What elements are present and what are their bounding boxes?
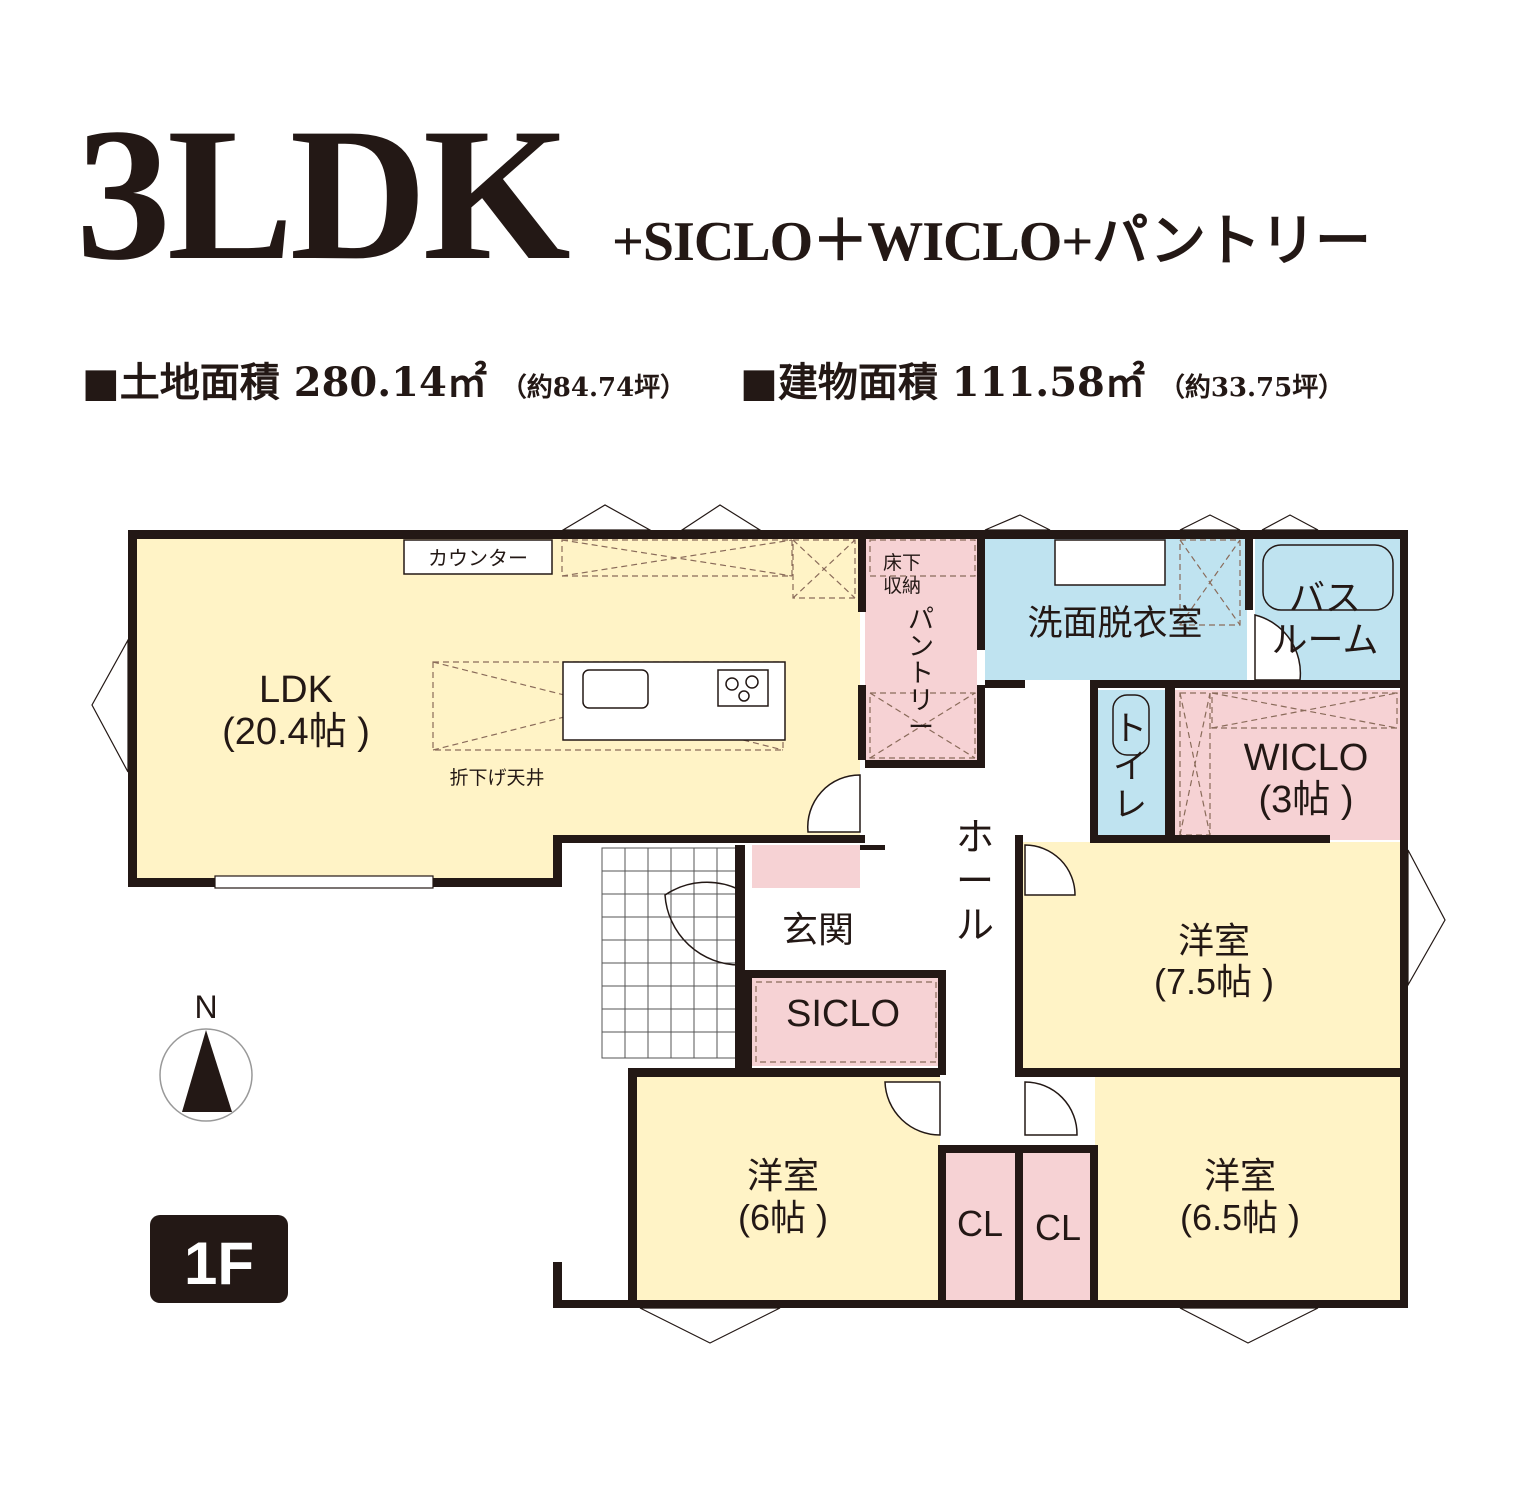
ldk-label: LDK bbox=[259, 669, 333, 711]
building-area-tsubo: （約33.75坪） bbox=[1158, 373, 1345, 403]
room-6-label: 洋室 bbox=[747, 1155, 819, 1196]
fixtures bbox=[403, 539, 1394, 756]
room-7-5-label: 洋室 bbox=[1178, 920, 1250, 961]
ldk-size: (20.4帖 ) bbox=[222, 711, 370, 753]
underfloor-label-2: 収納 bbox=[883, 575, 921, 597]
plan-title: 3LDK bbox=[76, 90, 571, 300]
windows bbox=[91, 504, 1446, 1344]
bath-label: バス bbox=[1289, 577, 1361, 618]
walls bbox=[128, 530, 1408, 1308]
washroom-label: 洗面脱衣室 bbox=[1027, 604, 1202, 643]
toilet-label: トイレ bbox=[1113, 710, 1147, 824]
closet-1-label: CL bbox=[957, 1203, 1003, 1244]
floor-badge-label: 1F bbox=[184, 1230, 254, 1297]
room-6 bbox=[637, 1077, 940, 1300]
ldk-room bbox=[136, 538, 860, 878]
closet-2 bbox=[1022, 1152, 1092, 1300]
entrance-pink bbox=[752, 845, 860, 888]
plan-subtitle: +SICLO＋WICLO+パントリー bbox=[612, 211, 1371, 273]
room-6-5 bbox=[1095, 1077, 1400, 1300]
hall-label: ホール bbox=[956, 817, 994, 947]
compass: N bbox=[159, 989, 253, 1122]
vanity-icon bbox=[1054, 539, 1166, 586]
room-fills bbox=[136, 538, 1400, 1300]
room-7-5-size: (7.5帖 ) bbox=[1154, 961, 1274, 1002]
toilet-icon bbox=[1112, 694, 1150, 756]
ceiling-label: 折下げ天井 bbox=[449, 767, 544, 789]
room-7-5 bbox=[1022, 842, 1400, 1068]
land-area-tsubo: （約84.74坪） bbox=[500, 373, 687, 403]
counter-label: カウンター bbox=[428, 547, 528, 570]
siclo-label: SICLO bbox=[786, 993, 900, 1035]
dashed-lines bbox=[432, 539, 1398, 1063]
north-arrow-icon bbox=[182, 1030, 232, 1112]
bathtub-icon bbox=[1262, 544, 1394, 611]
wiclo-label: WICLO bbox=[1244, 737, 1369, 779]
building-area-value: 111.58㎡ bbox=[951, 359, 1145, 406]
closet-1 bbox=[945, 1152, 1015, 1300]
sink-icon bbox=[582, 669, 649, 709]
building-area-label: ■建物面積 bbox=[740, 359, 938, 406]
counter-box bbox=[403, 539, 553, 575]
room-6-5-label: 洋室 bbox=[1204, 1155, 1276, 1196]
floor-badge: 1F bbox=[150, 1215, 288, 1303]
wiclo-room bbox=[1175, 690, 1400, 840]
underfloor-label: 床下 bbox=[883, 552, 921, 574]
wiclo-size: (3帖 ) bbox=[1258, 779, 1353, 821]
land-area-label: ■土地面積 bbox=[82, 359, 280, 406]
room-6-size: (6帖 ) bbox=[738, 1197, 828, 1238]
closet-2-label: CL bbox=[1035, 1207, 1081, 1248]
pantry-label: パントリー bbox=[908, 604, 934, 742]
room-6-5-size: (6.5帖 ) bbox=[1180, 1197, 1300, 1238]
toilet-room bbox=[1098, 690, 1165, 835]
bath-label-2: ルーム bbox=[1272, 619, 1379, 660]
siclo-room bbox=[752, 978, 938, 1066]
doors bbox=[664, 614, 1302, 1136]
land-area-value: 280.14㎡ bbox=[293, 359, 487, 406]
entrance-label: 玄関 bbox=[782, 909, 854, 950]
entrance-tiles bbox=[601, 847, 739, 1059]
area-info: ■土地面積 280.14㎡ （約84.74坪） ■建物面積 111.58㎡ （約… bbox=[82, 350, 1344, 408]
compass-north-label: N bbox=[194, 989, 217, 1025]
